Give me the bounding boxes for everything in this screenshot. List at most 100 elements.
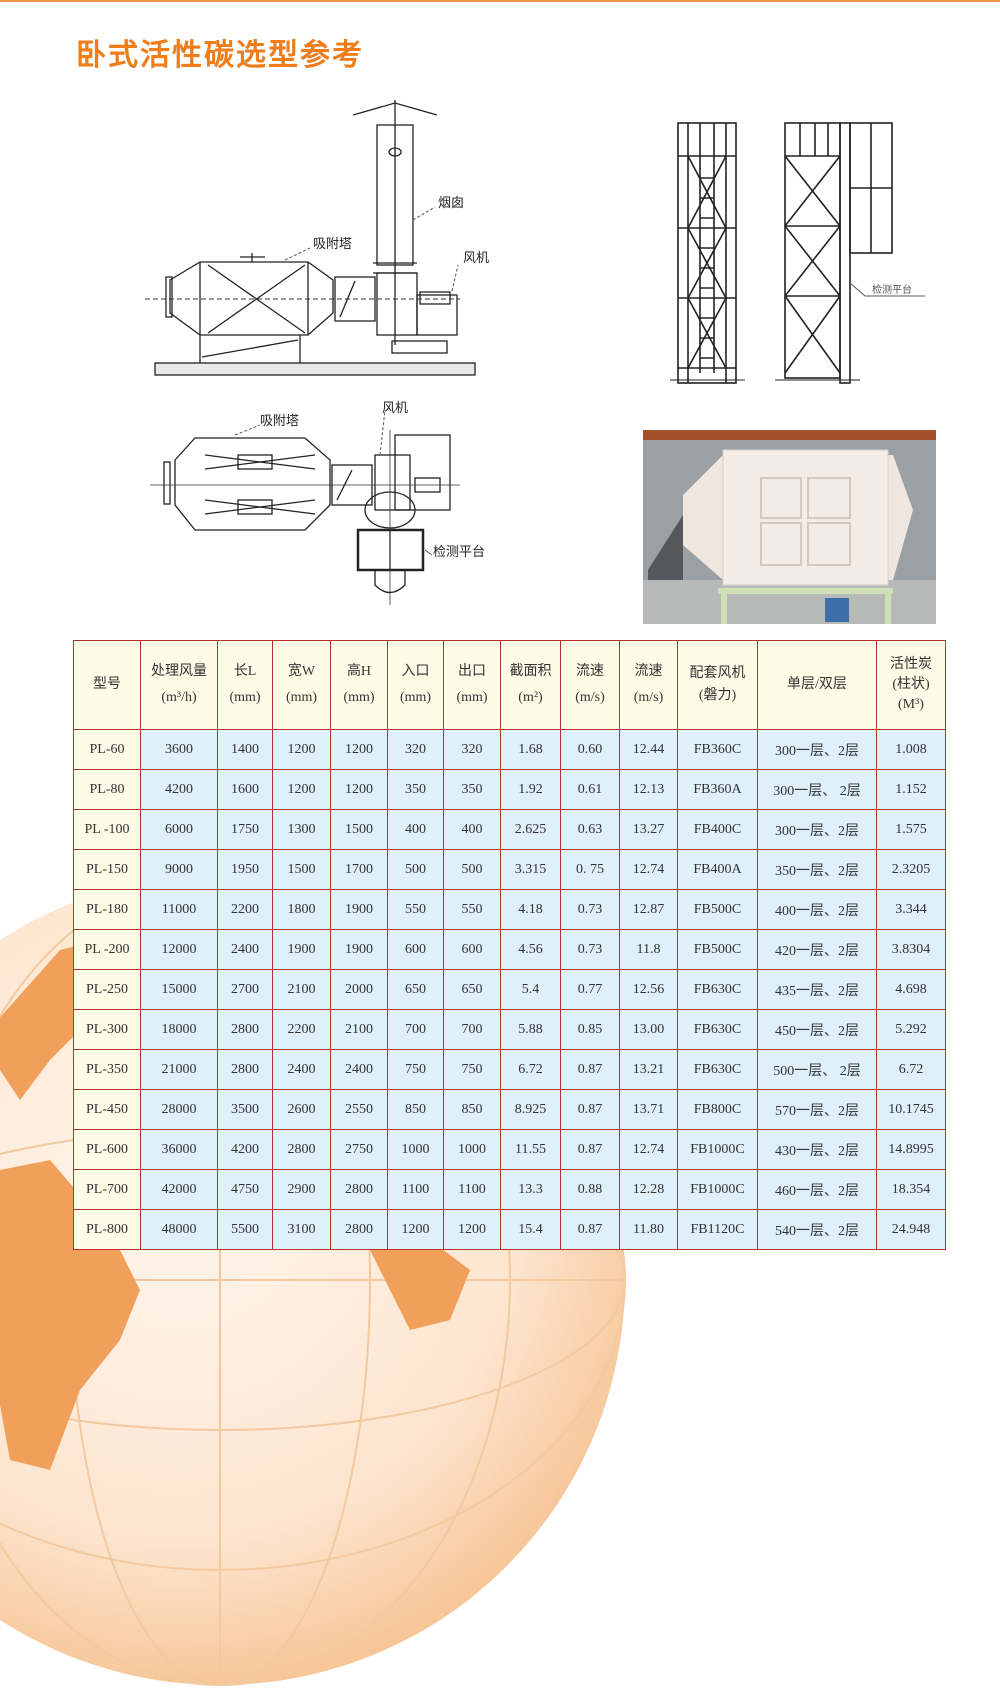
table-cell: 5.292 (876, 1009, 946, 1050)
table-cell: 700 (443, 1009, 501, 1050)
table-cell: 18.354 (876, 1169, 946, 1210)
table-cell: FB1120C (677, 1209, 758, 1250)
table-cell: 1200 (272, 769, 331, 810)
table-cell: 3600 (140, 729, 218, 770)
header-width: 宽W(mm) (272, 640, 331, 730)
table-cell: 4750 (217, 1169, 273, 1210)
table-cell: 0.85 (560, 1009, 620, 1050)
platform-test-platform-label: 检测平台 (872, 285, 912, 296)
table-cell: 15000 (140, 969, 218, 1010)
table-cell: 1400 (217, 729, 273, 770)
table-cell: 2800 (330, 1169, 388, 1210)
table-cell: 2700 (217, 969, 273, 1010)
table-cell: 0.87 (560, 1049, 620, 1090)
table-cell: 1200 (330, 769, 388, 810)
table-cell: 11000 (140, 889, 218, 930)
header-carbon: 活性炭(柱状)(M³) (876, 640, 946, 730)
table-cell: 48000 (140, 1209, 218, 1250)
table-cell: 2900 (272, 1169, 331, 1210)
chimney-label: 烟囱 (438, 196, 465, 211)
table-cell: 450一层、2层 (757, 1009, 877, 1050)
table-cell: 1.68 (500, 729, 561, 770)
table-cell: 13.71 (619, 1089, 678, 1130)
table-cell: 0.87 (560, 1209, 620, 1250)
table-cell: 28000 (140, 1089, 218, 1130)
header-velocity-2: 流速(m/s) (619, 640, 678, 730)
model-cell: PL-180 (73, 889, 141, 930)
table-cell: 13.21 (619, 1049, 678, 1090)
table-cell: FB1000C (677, 1169, 758, 1210)
model-cell: PL-800 (73, 1209, 141, 1250)
table-cell: 1800 (272, 889, 331, 930)
table-header-row: 型号 处理风量(m³/h) 长L(mm) 宽W(mm) 高H(mm) 入口(mm… (73, 640, 946, 730)
table-cell: 4200 (140, 769, 218, 810)
table-cell: 1600 (217, 769, 273, 810)
table-cell: 350一层、2层 (757, 849, 877, 890)
header-length: 长L(mm) (217, 640, 273, 730)
table-cell: 500 (387, 849, 444, 890)
header-velocity-1: 流速(m/s) (560, 640, 620, 730)
table-cell: 0.73 (560, 929, 620, 970)
table-cell: 1000 (443, 1129, 501, 1170)
table-cell: 420一层、2层 (757, 929, 877, 970)
table-cell: 3500 (217, 1089, 273, 1130)
table-cell: 300一层、 2层 (757, 769, 877, 810)
table-cell: 13.3 (500, 1169, 561, 1210)
table-cell: 550 (387, 889, 444, 930)
table-cell: 11.80 (619, 1209, 678, 1250)
header-cross-section: 截面积(m²) (500, 640, 561, 730)
table-cell: 2800 (217, 1009, 273, 1050)
table-cell: 400一层、2层 (757, 889, 877, 930)
model-cell: PL-350 (73, 1049, 141, 1090)
table-cell: 4.18 (500, 889, 561, 930)
table-cell: 12.74 (619, 1129, 678, 1170)
model-cell: PL-300 (73, 1009, 141, 1050)
table-cell: 320 (443, 729, 501, 770)
model-cell: PL-450 (73, 1089, 141, 1130)
table-cell: 1200 (330, 729, 388, 770)
table-cell: 430一层、2层 (757, 1129, 877, 1170)
table-cell: 5.88 (500, 1009, 561, 1050)
table-cell: 1.008 (876, 729, 946, 770)
table-cell: 750 (387, 1049, 444, 1090)
adsorption-tower-label: 吸附塔 (313, 237, 353, 252)
table-cell: 5500 (217, 1209, 273, 1250)
table-cell: FB360C (677, 729, 758, 770)
top-view-diagram (150, 409, 460, 605)
table-cell: 2200 (272, 1009, 331, 1050)
table-cell: 8.925 (500, 1089, 561, 1130)
table-cell: 42000 (140, 1169, 218, 1210)
table-cell: 1500 (330, 809, 388, 850)
header-outlet: 出口(mm) (443, 640, 501, 730)
table-cell: FB400A (677, 849, 758, 890)
table-cell: 650 (443, 969, 501, 1010)
top-fan-label: 风机 (382, 401, 409, 416)
table-cell: 6.72 (876, 1049, 946, 1090)
table-cell: 14.8995 (876, 1129, 946, 1170)
table-cell: 9000 (140, 849, 218, 890)
model-cell: PL -200 (73, 929, 141, 970)
equipment-photo (643, 430, 936, 624)
table-cell: 1100 (387, 1169, 444, 1210)
table-cell: 3.8304 (876, 929, 946, 970)
table-cell: 2750 (330, 1129, 388, 1170)
header-airflow: 处理风量(m³/h) (140, 640, 218, 730)
model-cell: PL-600 (73, 1129, 141, 1170)
table-cell: 1.152 (876, 769, 946, 810)
model-cell: PL-150 (73, 849, 141, 890)
table-cell: 10.1745 (876, 1089, 946, 1130)
table-cell: 4200 (217, 1129, 273, 1170)
top-accent-line (0, 0, 1000, 2)
table-cell: 1700 (330, 849, 388, 890)
model-cell: PL-250 (73, 969, 141, 1010)
table-cell: 400 (443, 809, 501, 850)
page-title: 卧式活性碳选型参考 (76, 38, 364, 73)
table-cell: 12.87 (619, 889, 678, 930)
